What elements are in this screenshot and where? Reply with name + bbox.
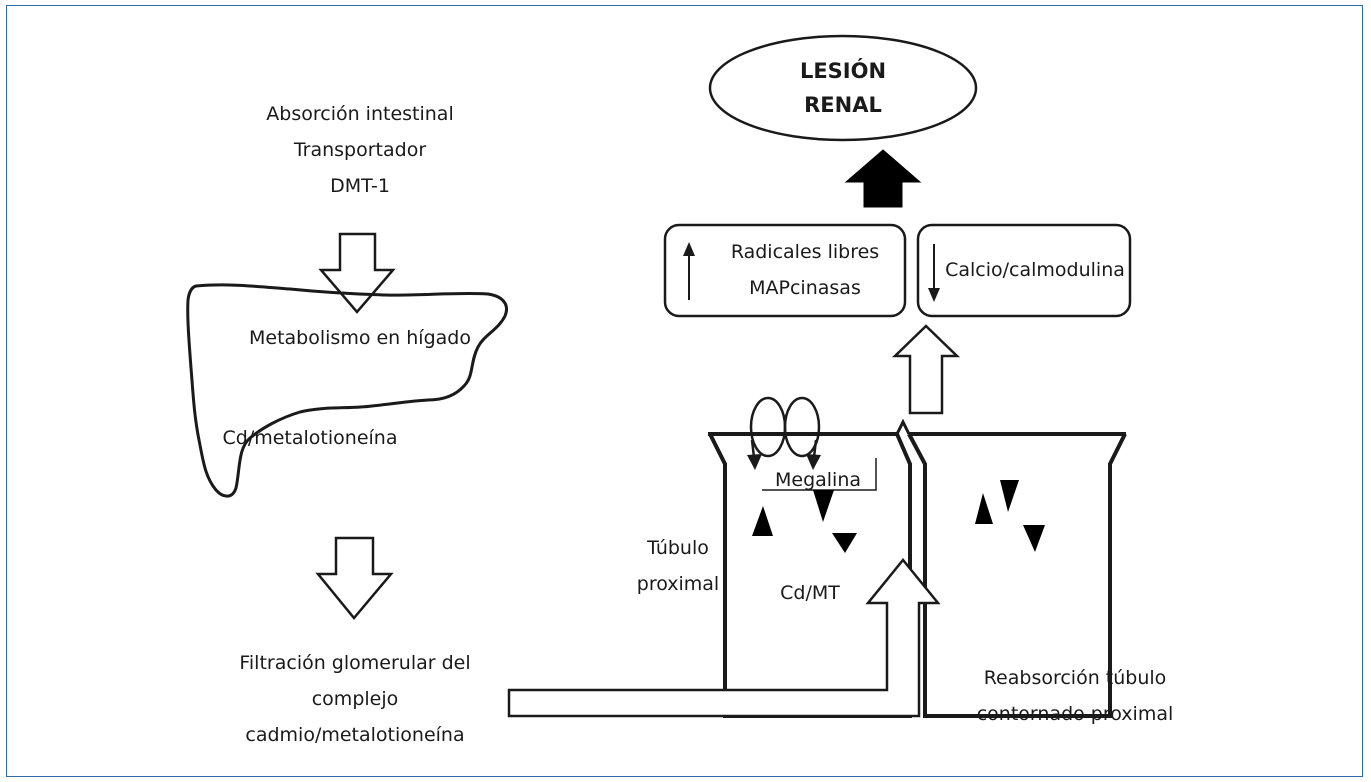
filtracion-label: Filtración glomerular del complejo cadmi… bbox=[185, 645, 525, 753]
absorcion-line2: Transportador bbox=[293, 139, 427, 161]
lesion-label-line1: LESIÓN bbox=[799, 59, 887, 83]
calcio-box bbox=[916, 223, 1132, 318]
metabolismo-label: Metabolismo en hígado bbox=[249, 327, 471, 349]
filtracion-line2: complejo bbox=[311, 688, 399, 710]
megalina-arrow-icon-2 bbox=[806, 454, 821, 470]
increase-arrow-icon bbox=[683, 242, 695, 256]
cdmt-triangle-down-2 bbox=[832, 533, 857, 553]
liver-outline bbox=[186, 283, 508, 498]
radicales-box bbox=[663, 223, 907, 318]
reabsorcion-line1: Reabsorción túbulo bbox=[983, 667, 1167, 689]
lesion-label-line2: RENAL bbox=[804, 93, 882, 117]
cd-metalotioneina-label: Cd/metalotioneína bbox=[222, 427, 398, 449]
figure-frame bbox=[6, 5, 1363, 777]
tubule2-triangle-up bbox=[975, 493, 993, 524]
megalina-loop-1 bbox=[749, 396, 787, 458]
tubule-second bbox=[907, 433, 1127, 718]
tubule2-triangle-down-1 bbox=[1000, 480, 1019, 512]
megalina-bracket bbox=[762, 458, 877, 491]
filtracion-line1: Filtración glomerular del bbox=[239, 652, 471, 674]
reabsorcion-label: Reabsorción túbulo contornado proximal bbox=[965, 660, 1185, 732]
decrease-arrow-icon bbox=[928, 288, 940, 302]
hollow-down-arrow-1 bbox=[318, 232, 396, 314]
absorcion-line1: Absorción intestinal bbox=[266, 103, 454, 125]
tubulo-label: Túbulo proximal bbox=[628, 530, 728, 602]
reabsorcion-line2: contornado proximal bbox=[976, 703, 1174, 725]
solid-up-arrow bbox=[844, 149, 922, 208]
hollow-down-arrow-2 bbox=[315, 536, 394, 620]
tubule-junction bbox=[895, 418, 911, 435]
cdmt-triangle-down-1 bbox=[813, 490, 834, 522]
absorcion-label: Absorción intestinal Transportador DMT-1 bbox=[210, 96, 510, 204]
cd-mt-label: Cd/MT bbox=[780, 582, 840, 604]
lesion-label: LESIÓN RENAL bbox=[750, 54, 936, 122]
tubulo-line2: proximal bbox=[636, 573, 720, 595]
megalina-arrow-icon-1 bbox=[747, 454, 762, 470]
megalina-label: Megalina bbox=[774, 469, 862, 491]
cdmt-triangle-up-1 bbox=[752, 506, 773, 536]
radicales-line2: MAPcinasas bbox=[749, 277, 861, 299]
tubulo-line1: Túbulo bbox=[647, 537, 709, 559]
absorcion-line3: DMT-1 bbox=[330, 175, 390, 197]
tubule2-triangle-down-2 bbox=[1023, 525, 1045, 552]
radicales-line1: Radicales libres bbox=[730, 241, 880, 263]
calcio-label: Calcio/calmodulina bbox=[945, 259, 1125, 281]
hollow-up-arrow-center bbox=[891, 324, 961, 415]
filtracion-line3: cadmio/metalotioneína bbox=[245, 724, 465, 746]
lesion-renal-ellipse bbox=[708, 34, 978, 142]
megalina-loop-2 bbox=[783, 396, 821, 458]
hollow-l-arrow bbox=[507, 558, 941, 718]
radicales-label: Radicales libres MAPcinasas bbox=[710, 234, 900, 306]
